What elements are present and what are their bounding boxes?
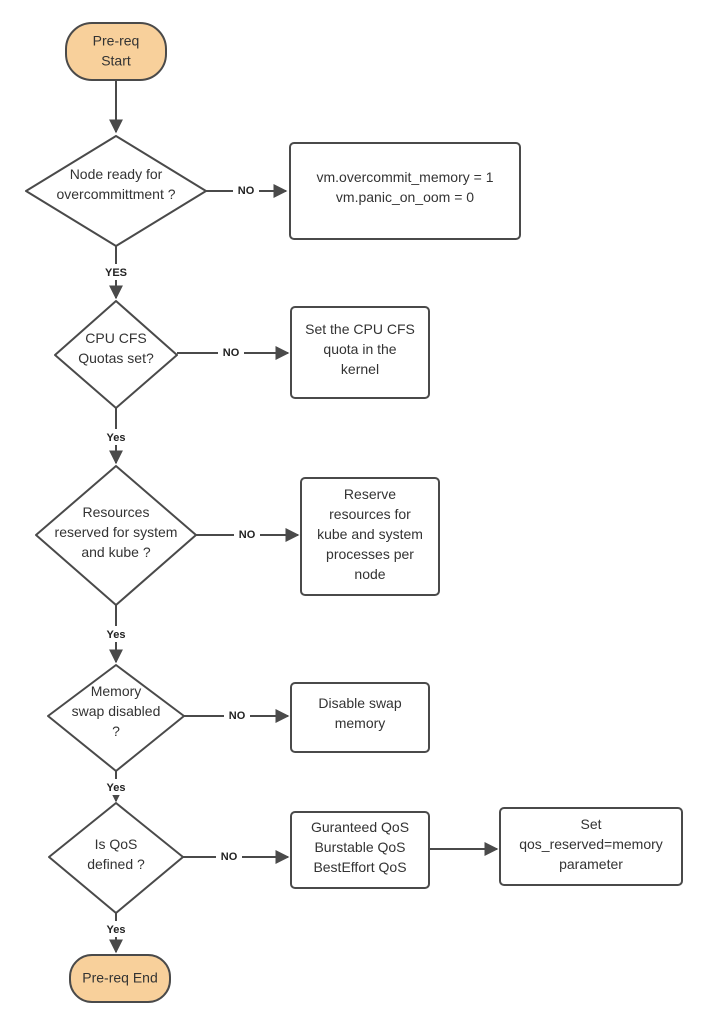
action-box xyxy=(300,477,440,596)
decision-diamond xyxy=(25,135,207,247)
d4-line-1: Memory xyxy=(91,683,142,699)
a2-line-3: kernel xyxy=(341,361,379,377)
node-a5-text: Guranteed QoS Burstable QoS BestEffort QoS xyxy=(311,819,409,875)
a1-line-1: vm.overcommit_memory = 1 xyxy=(317,169,494,185)
a5-line-1: Guranteed QoS xyxy=(311,819,409,835)
d5-line-1: Is QoS xyxy=(95,836,138,852)
node-a4-text: Disable swap memory xyxy=(318,695,401,731)
end-line-1: Pre-req End xyxy=(82,969,157,985)
edge-label-d1-yes: YES xyxy=(105,267,127,279)
node-end-text: Pre-req End xyxy=(82,969,157,985)
a6-line-1: Set xyxy=(580,816,601,832)
a4-line-1: Disable swap xyxy=(318,695,401,711)
d2-line-2: Quotas set? xyxy=(78,350,154,366)
action-box xyxy=(499,807,683,886)
node-a3-text: Reserve resources for kube and system proce… xyxy=(317,486,423,582)
node-action-qos-reserved: Set qos_reserved=memory parameter xyxy=(499,807,683,886)
edge-label-d3-yes: Yes xyxy=(107,629,126,641)
node-decision-swap: Memory swap disabled? xyxy=(47,664,185,772)
d3-line-1: Resources xyxy=(83,504,150,520)
a4-line-2: memory xyxy=(335,715,386,731)
end-terminal-shape xyxy=(69,954,171,1003)
a3-line-1: Reserve xyxy=(344,486,396,502)
d4-line-3: ? xyxy=(112,723,120,739)
decision-diamond xyxy=(48,802,184,914)
a5-line-3: BestEffort QoS xyxy=(313,859,406,875)
a5-line-2: Burstable QoS xyxy=(314,839,405,855)
node-d1-text: Node ready for overcommittment ? xyxy=(56,166,175,202)
node-d2-text: CPU CFS Quotas set? xyxy=(78,330,154,366)
start-terminal-shape xyxy=(65,22,167,81)
edge-label-d4-yes: Yes xyxy=(107,782,126,794)
a3-line-5: node xyxy=(354,566,385,582)
edge-label-d1-no: NO xyxy=(238,185,255,197)
edge-labels: NO YES NO Yes NO Yes NO Yes NO Yes xyxy=(100,182,260,937)
node-decision-overcommit: Node ready for overcommittment ? xyxy=(25,135,207,247)
start-line-1: Pre-req xyxy=(93,32,140,48)
start-line-2: Start xyxy=(101,52,131,68)
node-action-sysctl: vm.overcommit_memory = 1 vm.panic_on_oom … xyxy=(289,142,521,240)
node-a6-text: Set qos_reserved=memory parameter xyxy=(519,816,663,872)
node-action-swap: Disable swap memory xyxy=(290,682,430,753)
a6-line-2: qos_reserved=memory xyxy=(519,836,663,852)
d3-line-2: reserved for system xyxy=(55,524,178,540)
node-decision-cpu-cfs: CPU CFS Quotas set? xyxy=(54,300,178,409)
a3-line-4: processes per xyxy=(326,546,414,562)
a6-line-3: parameter xyxy=(559,856,623,872)
a2-line-2: quota in the xyxy=(323,341,396,357)
action-box xyxy=(290,682,430,753)
action-box xyxy=(290,306,430,399)
node-end: Pre-req End xyxy=(69,954,171,1003)
d1-line-2: overcommittment ? xyxy=(56,186,175,202)
edge-label-d2-yes: Yes xyxy=(107,432,126,444)
a3-line-3: kube and system xyxy=(317,526,423,542)
a2-line-1: Set the CPU CFS xyxy=(305,321,415,337)
node-d3-text: Resources reserved for system and kube ? xyxy=(55,504,178,560)
edge-label-d5-no: NO xyxy=(221,851,238,863)
d1-line-1: Node ready for xyxy=(70,166,163,182)
decision-diamond xyxy=(47,664,185,772)
a1-line-2: vm.panic_on_oom = 0 xyxy=(336,189,474,205)
decision-diamond xyxy=(54,300,178,409)
node-a2-text: Set the CPU CFS quota in the kernel xyxy=(305,321,415,377)
decision-diamond xyxy=(35,465,197,606)
d2-line-1: CPU CFS xyxy=(85,330,146,346)
node-a1-text: vm.overcommit_memory = 1 vm.panic_on_oom … xyxy=(317,169,494,205)
node-decision-resources: Resources reserved for system and kube ? xyxy=(35,465,197,606)
d5-line-2: defined ? xyxy=(87,856,145,872)
node-d4-text: Memory swap disabled? xyxy=(72,683,161,739)
edge-label-d3-no: NO xyxy=(239,529,256,541)
node-action-cpu-cfs: Set the CPU CFS quota in the kernel xyxy=(290,306,430,399)
a3-line-2: resources for xyxy=(329,506,411,522)
action-box xyxy=(289,142,521,240)
node-d5-text: Is QoS defined ? xyxy=(87,836,145,872)
edge-label-d5-yes: Yes xyxy=(107,924,126,936)
node-decision-qos: Is QoS defined ? xyxy=(48,802,184,914)
action-box xyxy=(290,811,430,889)
node-action-qos-classes: Guranteed QoS Burstable QoS BestEffort QoS xyxy=(290,811,430,889)
node-action-reserve: Reserve resources for kube and system proce… xyxy=(300,477,440,596)
edge-label-d2-no: NO xyxy=(223,347,240,359)
edge-label-d4-no: NO xyxy=(229,710,246,722)
d3-line-3: and kube ? xyxy=(81,544,150,560)
d4-line-2: swap disabled xyxy=(72,703,161,719)
